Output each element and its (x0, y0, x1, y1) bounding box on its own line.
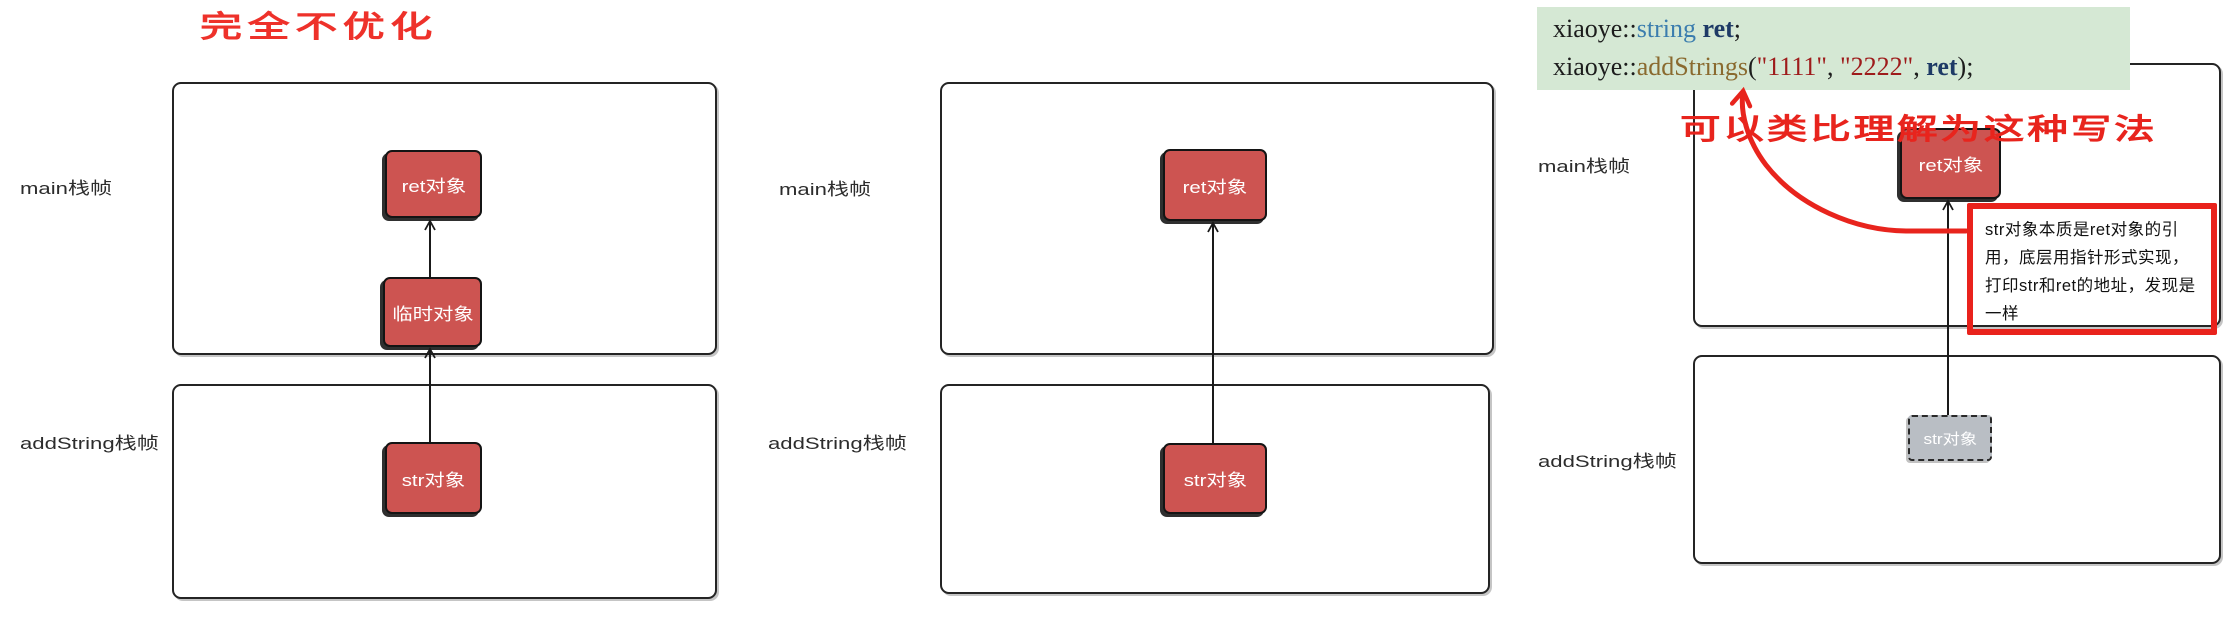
middle-str-object-label: str对象 (1183, 471, 1247, 490)
right-str-object-label: str对象 (1923, 430, 1977, 448)
code-line: xiaoye::addStrings("1111", "2222", ret); (1553, 48, 2130, 86)
code-token: , (1913, 52, 1927, 81)
middle-str-object-box: str对象 (1163, 443, 1267, 514)
code-token: , (1827, 52, 1841, 81)
middle-main-frame-label: main栈帧 (779, 180, 872, 199)
page-title: 完全不优化 (200, 11, 438, 44)
code-token: xiaoye:: (1553, 52, 1637, 81)
right-ret-object-label: ret对象 (1918, 156, 1983, 175)
red-note-text: 可以类比理解为这种写法 (1680, 114, 2158, 146)
annotation-callout: str对象本质是ret对象的引用，底层用指针形式实现，打印str和ret的地址，… (1967, 203, 2217, 335)
code-block: xiaoye::string ret;xiaoye::addStrings("1… (1537, 7, 2130, 90)
middle-ret-object-box: ret对象 (1163, 149, 1267, 221)
left-str-object-label: str对象 (401, 470, 466, 490)
code-token: ( (1748, 52, 1757, 81)
code-token: ret (1702, 14, 1734, 43)
left-ret-object-box: ret对象 (385, 150, 482, 218)
left-main-frame-label: main栈帧 (20, 179, 113, 198)
left-str-object-box: str对象 (385, 442, 482, 514)
code-token: ; (1733, 14, 1742, 43)
middle-addstring-frame-label: addString栈帧 (768, 434, 907, 453)
annotation-text: str对象本质是ret对象的引用，底层用指针形式实现，打印str和ret的地址，… (1985, 221, 2196, 323)
code-token: addStrings (1636, 52, 1748, 81)
code-token: "2222" (1840, 52, 1914, 81)
middle-ret-object-label: ret对象 (1182, 177, 1248, 197)
code-token: string (1636, 14, 1696, 43)
left-temp-object-label: 临时对象 (391, 304, 474, 324)
right-str-object-box: str对象 (1908, 415, 1992, 461)
right-addstring-frame-label: addString栈帧 (1538, 452, 1677, 471)
left-addstring-frame-label: addString栈帧 (20, 434, 159, 453)
left-temp-object-box: 临时对象 (383, 277, 482, 347)
code-token: "1111" (1756, 52, 1828, 81)
code-token: ret (1926, 52, 1958, 81)
code-line: xiaoye::string ret; (1553, 10, 2130, 48)
code-token: xiaoye:: (1553, 14, 1637, 43)
code-token: ); (1957, 52, 1974, 81)
right-main-frame-label: main栈帧 (1538, 157, 1631, 176)
left-ret-object-label: ret对象 (401, 176, 466, 196)
